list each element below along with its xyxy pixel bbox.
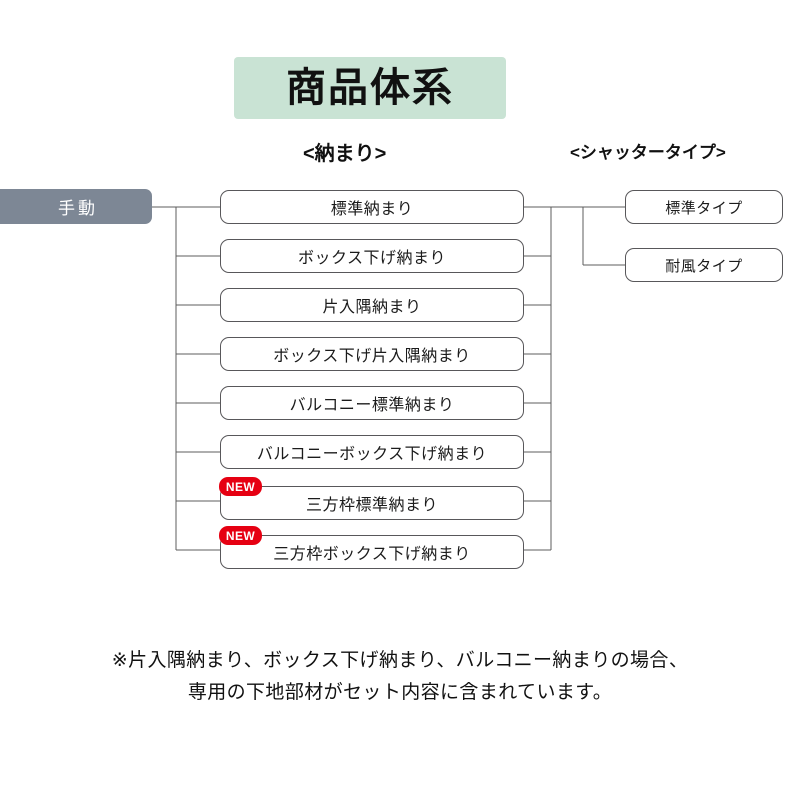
- narrow-node-label: バルコニー標準納まり: [289, 397, 455, 414]
- narrow-node-8[interactable]: 三方枠ボックス下げ納まり: [220, 535, 524, 569]
- narrow-node-label: ボックス下げ納まり: [297, 250, 447, 267]
- narrow-node-label: 三方枠標準納まり: [305, 497, 438, 514]
- root-node-manual[interactable]: 手動: [0, 189, 152, 224]
- new-badge-label: NEW: [225, 528, 256, 543]
- shutter-node-1[interactable]: 標準タイプ: [625, 190, 783, 224]
- narrow-node-3[interactable]: 片入隅納まり: [220, 288, 524, 322]
- shutter-node-label: 耐風タイプ: [665, 257, 743, 275]
- column-header-shutter: <シャッタータイプ>: [570, 143, 726, 162]
- title-banner: 商品体系: [234, 57, 506, 119]
- footnote: ※片入隅納まり、ボックス下げ納まり、バルコニー納まりの場合、 専用の下地部材がセ…: [0, 645, 800, 709]
- narrow-node-7[interactable]: 三方枠標準納まり: [220, 486, 524, 520]
- new-badge-node-8: NEW: [219, 526, 262, 545]
- narrow-node-label: 片入隅納まり: [322, 299, 422, 316]
- narrow-node-1[interactable]: 標準納まり: [220, 190, 524, 224]
- narrow-node-label: ボックス下げ片入隅納まり: [273, 348, 471, 365]
- new-badge-node-7: NEW: [219, 477, 262, 496]
- narrow-node-label: 三方枠ボックス下げ納まり: [273, 546, 471, 563]
- narrow-node-5[interactable]: バルコニー標準納まり: [220, 386, 524, 420]
- footnote-line-2: 専用の下地部材がセット内容に含まれています。: [187, 682, 613, 703]
- narrow-node-label: 標準納まり: [330, 201, 414, 218]
- shutter-node-2[interactable]: 耐風タイプ: [625, 248, 783, 282]
- new-badge-label: NEW: [225, 479, 256, 494]
- narrow-node-2[interactable]: ボックス下げ納まり: [220, 239, 524, 273]
- footnote-line-1: ※片入隅納まり、ボックス下げ納まり、バルコニー納まりの場合、: [111, 650, 689, 671]
- root-node-label: 手動: [58, 199, 98, 218]
- narrow-node-4[interactable]: ボックス下げ片入隅納まり: [220, 337, 524, 371]
- shutter-node-label: 標準タイプ: [665, 199, 743, 217]
- narrow-node-label: バルコニーボックス下げ納まり: [256, 446, 488, 463]
- page-title: 商品体系: [286, 66, 454, 110]
- narrow-node-6[interactable]: バルコニーボックス下げ納まり: [220, 435, 524, 469]
- column-header-narrow: <納まり>: [303, 143, 387, 165]
